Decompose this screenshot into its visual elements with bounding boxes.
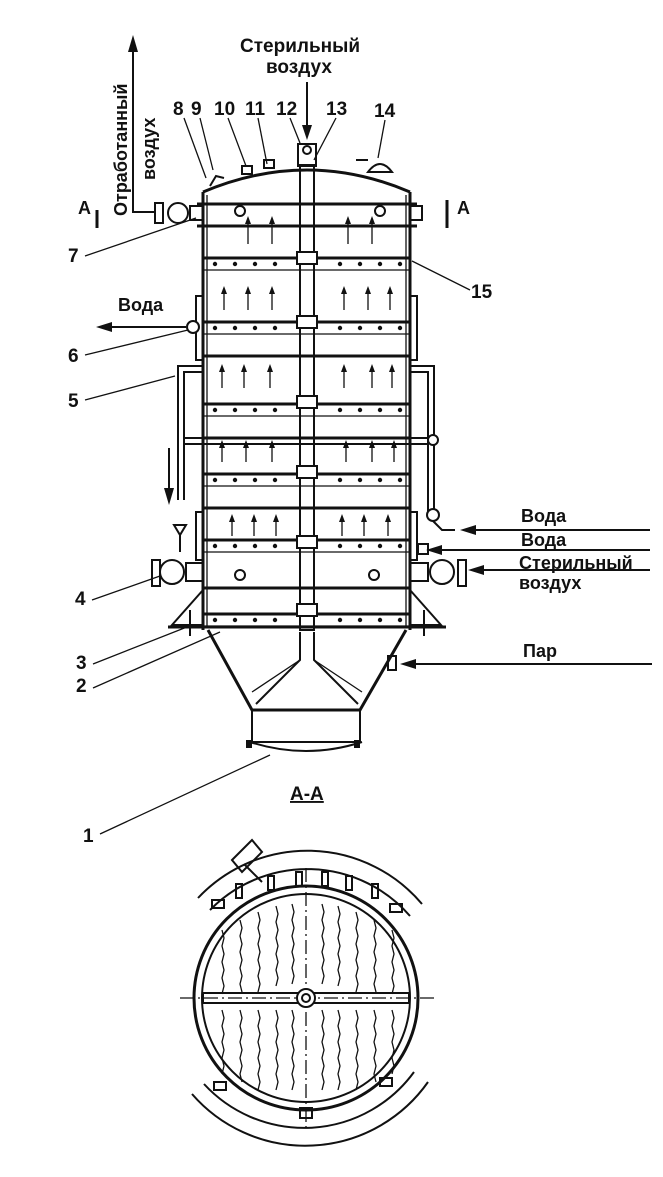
label-sterile-air-top-line2: воздух bbox=[266, 57, 332, 78]
callout-14: 14 bbox=[374, 101, 396, 122]
tray-plates bbox=[203, 256, 410, 627]
callout-4: 4 bbox=[75, 589, 86, 610]
leader-lines bbox=[84, 117, 471, 835]
label-sterile-air-right-1: Стерильный bbox=[519, 553, 633, 573]
shaft-couplings bbox=[296, 251, 318, 617]
internal-air-arrows bbox=[221, 222, 395, 536]
callout-15: 15 bbox=[471, 282, 493, 303]
section-stubs bbox=[211, 871, 403, 1119]
callout-10: 10 bbox=[214, 99, 235, 120]
callout-3: 3 bbox=[76, 653, 87, 674]
callout-7: 7 bbox=[68, 246, 79, 267]
flow-arrows bbox=[96, 35, 652, 669]
callout-1: 1 bbox=[83, 826, 94, 847]
label-sterile-air-top-line1: Стерильный bbox=[240, 36, 360, 57]
section-mark-right: А bbox=[457, 198, 470, 218]
label-exhaust-air-line2: воздух bbox=[139, 118, 159, 180]
callout-9: 9 bbox=[191, 99, 202, 120]
internal-arrow-heads bbox=[219, 216, 397, 522]
callout-6: 6 bbox=[68, 346, 79, 367]
callout-12: 12 bbox=[276, 99, 297, 120]
section-hatching bbox=[221, 903, 395, 1091]
callout-11: 11 bbox=[245, 99, 266, 120]
label-exhaust-air-line1: Отработанный bbox=[111, 84, 131, 217]
label-water-right-1: Вода bbox=[521, 506, 567, 526]
callout-13: 13 bbox=[326, 99, 347, 120]
callout-8: 8 bbox=[173, 99, 184, 120]
label-sterile-air-right-2: воздух bbox=[519, 573, 581, 593]
tray-holes bbox=[212, 261, 403, 623]
fermenter-vessel bbox=[95, 143, 467, 752]
section-mark-left: А bbox=[78, 198, 91, 218]
label-water-left: Вода bbox=[118, 295, 164, 315]
callout-5: 5 bbox=[68, 391, 79, 412]
section-title: А-А bbox=[290, 784, 324, 805]
section-a-a bbox=[180, 838, 434, 1147]
label-steam: Пар bbox=[523, 641, 557, 661]
callout-2: 2 bbox=[76, 676, 87, 697]
label-water-right-2: Вода bbox=[521, 530, 567, 550]
